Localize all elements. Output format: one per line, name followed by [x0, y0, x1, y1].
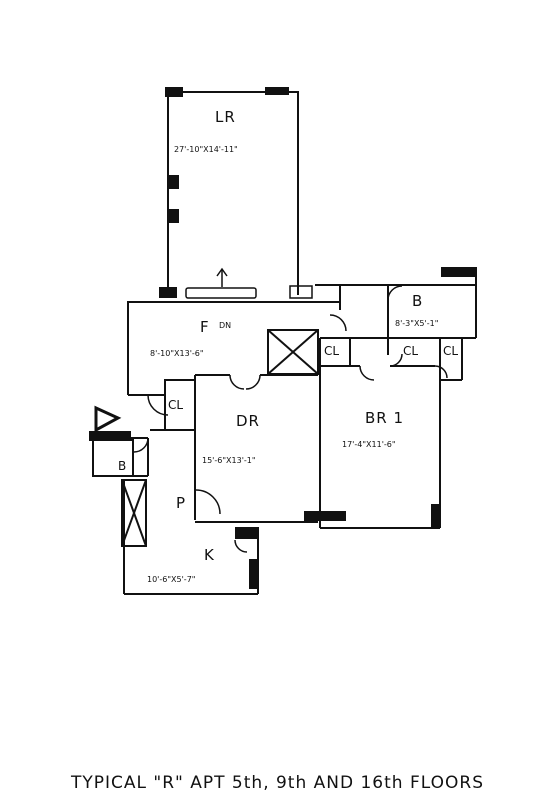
foyer-wall: [127, 301, 168, 395]
bath1-dims: 8'-3"X5'-1": [395, 319, 438, 328]
window-block: [441, 267, 477, 277]
bath1-door: [387, 285, 403, 301]
walls: [89, 87, 477, 595]
kitchen-dims: 10'-6"X5'-7": [147, 575, 195, 584]
window-block: [169, 209, 179, 223]
lr-dims: 27'-10"X14'-11": [174, 145, 238, 154]
bath1-door: [329, 314, 347, 332]
window-block: [431, 504, 441, 528]
closet-door: [434, 365, 448, 379]
closet-label: CL: [443, 344, 458, 358]
kitchen-door: [234, 539, 248, 553]
closet-label: CL: [324, 344, 339, 358]
bath2-door: [133, 437, 149, 453]
br1-name: BR 1: [365, 409, 404, 427]
window-block: [249, 559, 259, 589]
dr-door: [245, 374, 261, 390]
dr-dims: 15'-6"X13'-1": [202, 456, 256, 465]
foyer-name: F: [200, 318, 210, 336]
window-block: [165, 87, 183, 97]
entry-closet-door: [147, 394, 169, 416]
window-block: [304, 511, 346, 521]
door-swings: [133, 285, 448, 553]
br-door: [389, 353, 403, 367]
br-door: [359, 365, 375, 381]
closet-label: CL: [168, 398, 183, 412]
window-block: [89, 431, 131, 441]
kitchen-name: K: [204, 546, 215, 564]
lr-name: LR: [215, 108, 236, 126]
entry-arrow-icon: [94, 405, 122, 433]
window-block: [159, 287, 177, 298]
step-and-arrow: [185, 267, 313, 299]
dr-door: [229, 374, 245, 390]
window-block: [235, 527, 259, 539]
window-block: [169, 175, 179, 189]
bath2-box: [92, 439, 134, 477]
pantry-door: [195, 489, 221, 515]
window-block: [265, 87, 289, 95]
living-room-walls: [167, 91, 299, 295]
plan-caption: TYPICAL "R" APT 5th, 9th AND 16th FLOORS: [71, 773, 484, 793]
bath1-name: B: [412, 292, 423, 310]
br1-dims: 17'-4"X11'-6": [342, 440, 396, 449]
foyer-dims: 8'-10"X13'-6": [150, 349, 204, 358]
bath2-name: B: [118, 459, 126, 473]
closet-label: CL: [403, 344, 418, 358]
kitchen-counter: [121, 479, 147, 547]
foyer-tag: DN: [219, 321, 231, 330]
pantry-name: P: [176, 494, 186, 512]
dr-name: DR: [236, 412, 260, 430]
